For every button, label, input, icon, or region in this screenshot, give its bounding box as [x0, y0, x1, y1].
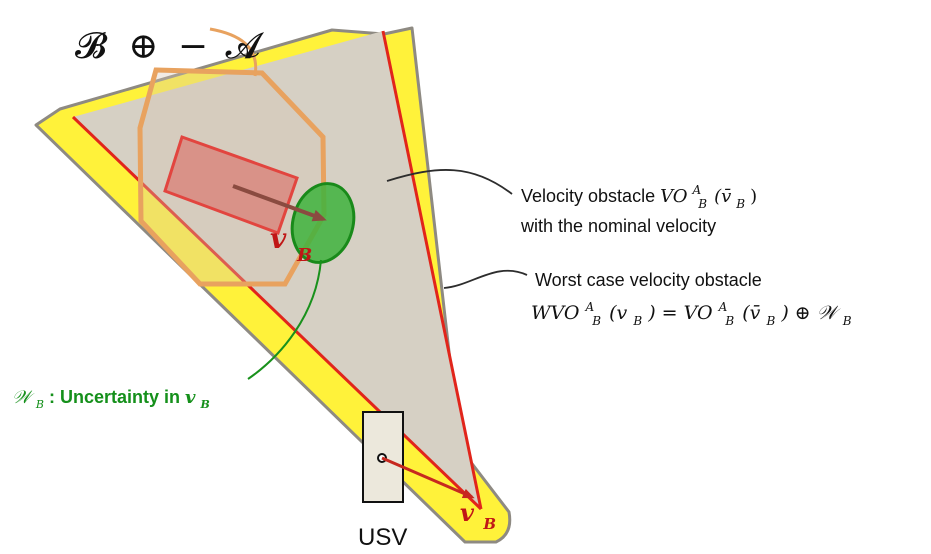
vo-sub: B	[697, 197, 707, 211]
velocity-obstacle-line-2: with the nominal velocity	[520, 216, 716, 236]
vo-sup: A	[692, 183, 702, 197]
usv-label: USV	[358, 524, 407, 551]
uncertainty-label: 𝒲 B : Uncertainty in v B	[12, 387, 210, 412]
velocity-label-left-v: v	[270, 222, 287, 255]
vo-math: VO	[660, 186, 688, 207]
uncertainty-text: : Uncertainty in	[49, 387, 185, 407]
obstacle-velocity-arrow	[232, 184, 327, 222]
velocity-label-left-sub: B	[296, 245, 312, 266]
obstacle-rectangle	[163, 135, 299, 235]
vo-close: )	[750, 186, 757, 207]
uncertainty-w: 𝒲	[12, 387, 35, 408]
top-label-a: 𝓐	[225, 26, 264, 67]
top-label-b: 𝓑	[75, 26, 108, 67]
velocity-obstacle-line-1: Velocity obstacle VO A B (v̄ B )	[521, 178, 757, 212]
worst-case-line-1: Worst case velocity obstacle	[535, 270, 762, 290]
velocity-label-bottom: v B	[460, 498, 496, 533]
worst-case-connector	[443, 269, 528, 289]
usv-velocity-arrow	[381, 456, 475, 499]
top-label-oplus: ⊕	[128, 26, 158, 67]
nominal-velocity-obstacle-cone	[73, 31, 481, 509]
top-label: 𝓑 ⊕ − 𝓐	[75, 26, 264, 67]
vo-arg: (v̄	[714, 186, 731, 207]
vo-arg-sub: B	[735, 197, 745, 211]
velocity-obstacle-connector	[386, 169, 513, 195]
uncertainty-v-sub: B	[200, 398, 210, 411]
uncertainty-ellipse	[290, 182, 356, 264]
top-label-connector	[209, 27, 258, 77]
velocity-label-left: v B	[270, 222, 312, 266]
nominal-cone-right-edge	[381, 30, 483, 510]
uncertainty-w-sub: B	[35, 398, 44, 411]
velocity-label-bottom-v: v	[460, 498, 475, 527]
uncertainty-connector	[247, 259, 322, 380]
top-label-minus: −	[178, 26, 208, 67]
velocity-label-bottom-sub: B	[482, 515, 496, 533]
worst-case-line-2: WVO A B (v B ) = VO A B (v̄ B ) ⊕ 𝒲 B	[531, 294, 852, 330]
uncertainty-v: v	[185, 387, 196, 408]
